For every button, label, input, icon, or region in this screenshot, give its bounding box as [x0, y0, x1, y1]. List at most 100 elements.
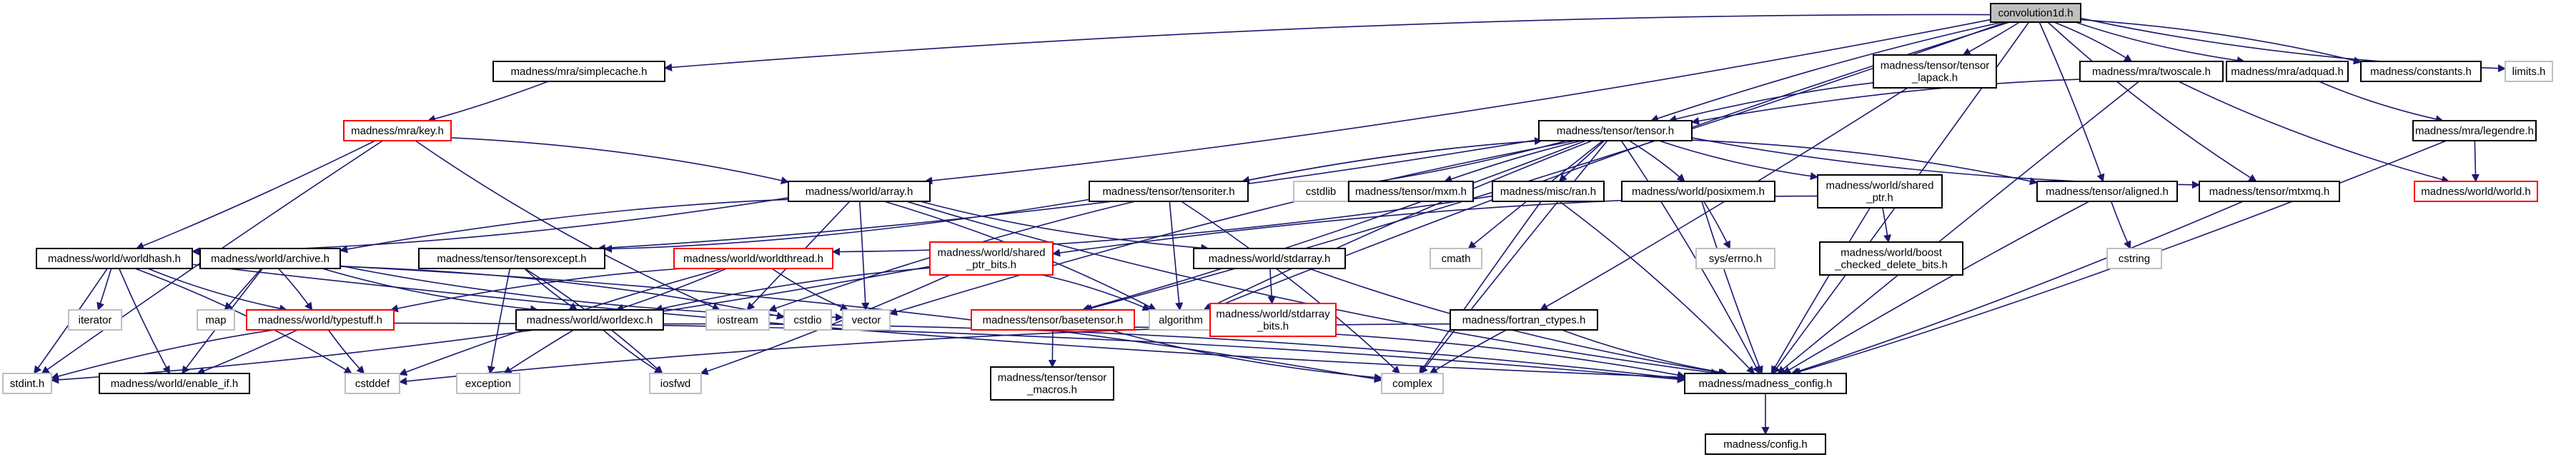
edge-shared_ptr_bits-to-stdint — [50, 266, 931, 384]
node-label-key: madness/mra/key.h — [351, 125, 444, 137]
node-box-ran — [1492, 181, 1605, 202]
node-typestuff[interactable]: madness/world/typestuff.h — [246, 309, 395, 331]
node-box-errno — [1695, 248, 1775, 269]
edge-tensor-to-mxm — [1444, 140, 1582, 183]
node-boost_checked[interactable]: madness/world/boost_checked_delete_bits.… — [1819, 241, 1963, 276]
node-fortran_ctypes[interactable]: madness/fortran_ctypes.h — [1450, 309, 1598, 331]
node-map: map — [197, 309, 235, 331]
node-box-boost_checked — [1819, 241, 1963, 276]
node-stdarray_bits[interactable]: madness/world/stdarray_bits.h — [1209, 303, 1337, 337]
edge-worldthread-to-typestuff — [390, 268, 683, 313]
node-label-config: madness/config.h — [1723, 438, 1808, 451]
edge-archive-to-complex — [340, 265, 1383, 383]
node-label-array: madness/world/array.h — [806, 186, 913, 198]
edge-tensor-to-aligned — [1691, 139, 2038, 186]
node-shared_ptr_bits[interactable]: madness/world/shared_ptr_bits.h — [929, 241, 1054, 276]
node-shared_ptr[interactable]: madness/world/shared_ptr.h — [1817, 174, 1943, 209]
edge-convolution1d-to-adquad — [2075, 21, 2246, 65]
node-tensorexcept[interactable]: madness/tensor/tensorexcept.h — [418, 248, 605, 269]
node-label-tensor: madness/tensor/tensor.h — [1557, 125, 1674, 137]
node-tensor[interactable]: madness/tensor/tensor.h — [1538, 120, 1693, 141]
edge-tensor-to-vector — [888, 140, 1576, 316]
node-box-fortran_ctypes — [1450, 309, 1598, 331]
edge-key-to-iostream — [415, 140, 720, 311]
edge-array-to-worldhash — [191, 197, 789, 256]
node-box-worldhash — [36, 248, 193, 269]
node-mxm[interactable]: madness/tensor/mxm.h — [1348, 181, 1474, 202]
node-config[interactable]: madness/config.h — [1705, 433, 1826, 455]
node-label-typestuff: madness/world/typestuff.h — [258, 314, 382, 326]
edge-convolution1d-to-tensor — [1650, 21, 2003, 123]
edge-tensoriter-to-algorithm — [1169, 201, 1184, 311]
node-label-algorithm: algorithm — [1159, 314, 1203, 326]
node-tensoriter[interactable]: madness/tensor/tensoriter.h — [1089, 181, 1249, 202]
edge-convolution1d-to-aligned — [2038, 21, 2105, 183]
edge-tensor-to-tensorexcept — [597, 139, 1540, 252]
node-twoscale[interactable]: madness/mra/twoscale.h — [2079, 61, 2224, 82]
node-cstdlib: cstdlib — [1293, 181, 1349, 202]
edge-shared_ptr_bits-to-algorithm — [1041, 274, 1151, 311]
edge-convolution1d-to-constants — [2080, 19, 2362, 65]
node-label-tensoriter: madness/tensor/tensoriter.h — [1102, 186, 1234, 198]
node-box-enable_if — [99, 373, 250, 394]
node-label-mxm: madness/tensor/mxm.h — [1355, 186, 1467, 198]
edge-worldexc-to-exception — [503, 329, 575, 374]
node-worldh[interactable]: madness/world/world.h — [2414, 181, 2538, 202]
node-box-stdint — [2, 373, 52, 394]
node-algorithm: algorithm — [1149, 309, 1213, 331]
node-label-shared_ptr-line-0: madness/world/shared — [1826, 180, 1934, 192]
edge-array-to-vector — [858, 201, 870, 311]
node-constants[interactable]: madness/constants.h — [2360, 61, 2482, 82]
node-box-complex — [1381, 373, 1444, 394]
node-worldthread[interactable]: madness/world/worldthread.h — [673, 248, 833, 269]
edge-basetensor-to-tensor_macros — [1048, 329, 1056, 368]
node-madness_config[interactable]: madness/madness_config.h — [1684, 373, 1847, 394]
edge-fortran_ctypes-to-complex — [1429, 329, 1507, 374]
node-convolution1d[interactable]: convolution1d.h — [1990, 3, 2081, 23]
node-label-constants: madness/constants.h — [2370, 66, 2472, 78]
node-tensor_macros[interactable]: madness/tensor/tensor_macros.h — [990, 366, 1114, 401]
node-label-stdarray_bits-line-1: _bits.h — [1257, 321, 1289, 333]
edge-tensor-to-algorithm — [1203, 140, 1593, 311]
node-simplecache[interactable]: madness/mra/simplecache.h — [492, 61, 665, 82]
node-adquad[interactable]: madness/mra/adquad.h — [2226, 61, 2349, 82]
edge-worldexc-to-iosfwd — [603, 329, 663, 374]
edge-convolution1d-to-twoscale — [2054, 21, 2133, 62]
edge-tensoriter-to-tensorexcept — [603, 199, 1090, 253]
edge-tensorexcept-to-worldexc — [524, 268, 578, 311]
node-tensor_lapack[interactable]: madness/tensor/tensor_lapack.h — [1873, 54, 1997, 89]
node-archive[interactable]: madness/world/archive.h — [199, 248, 341, 269]
node-box-constants — [2360, 61, 2482, 82]
node-mtxmq[interactable]: madness/tensor/mtxmq.h — [2199, 181, 2340, 202]
node-aligned[interactable]: madness/tensor/aligned.h — [2036, 181, 2178, 202]
node-posixmem[interactable]: madness/world/posixmem.h — [1621, 181, 1775, 202]
edge-shared_ptr-to-boost_checked — [1882, 207, 1892, 243]
node-key[interactable]: madness/mra/key.h — [343, 120, 452, 141]
node-label-errno: sys/errno.h — [1709, 253, 1762, 265]
node-box-adquad — [2226, 61, 2349, 82]
node-cstring: cstring — [2106, 248, 2162, 269]
edge-archive-to-typestuff — [277, 268, 313, 311]
node-label-cstdio: cstdio — [793, 314, 821, 326]
node-legendre[interactable]: madness/mra/legendre.h — [2412, 120, 2537, 141]
node-label-iostream: iostream — [717, 314, 758, 326]
edge-ran-to-madness_config — [1559, 201, 1755, 374]
node-basetensor[interactable]: madness/tensor/basetensor.h — [971, 309, 1135, 331]
node-array[interactable]: madness/world/array.h — [788, 181, 931, 202]
edge-twoscale-to-worldh — [2178, 81, 2450, 184]
node-worldexc[interactable]: madness/world/worldexc.h — [515, 309, 664, 331]
node-enable_if[interactable]: madness/world/enable_if.h — [99, 373, 250, 394]
edge-twoscale-to-tensor — [1690, 79, 2081, 125]
node-iosfwd: iosfwd — [649, 373, 702, 394]
node-box-madness_config — [1684, 373, 1847, 394]
edge-shared_ptr_bits-to-worldexc — [654, 267, 931, 313]
node-worldhash[interactable]: madness/world/worldhash.h — [36, 248, 193, 269]
node-label-stdarray: madness/world/stdarray.h — [1209, 253, 1331, 265]
edge-worldhash-to-typestuff — [147, 268, 288, 313]
edge-tensor-to-madness_config — [1620, 140, 1760, 374]
edge-aligned-to-madness_config — [1782, 201, 2090, 374]
node-ran[interactable]: madness/misc/ran.h — [1492, 181, 1605, 202]
node-stdarray[interactable]: madness/world/stdarray.h — [1193, 248, 1346, 269]
node-complex: complex — [1381, 373, 1444, 394]
node-label-limits: limits.h — [2512, 66, 2546, 78]
